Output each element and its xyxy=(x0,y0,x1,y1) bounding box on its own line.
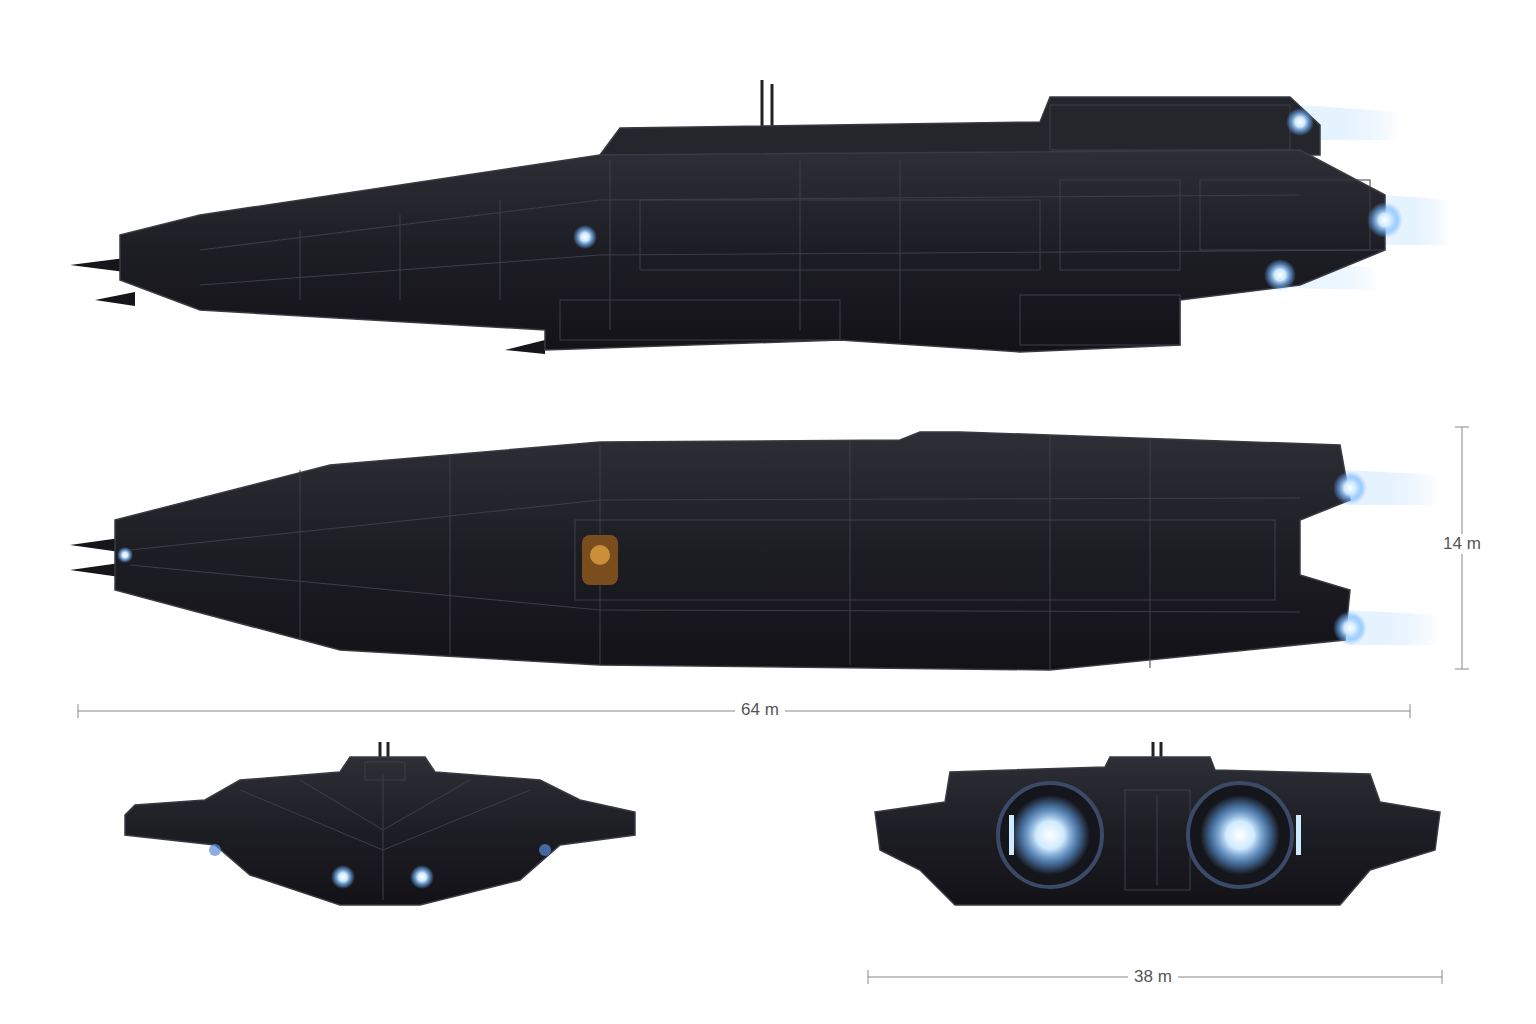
dimension-label: 38 m xyxy=(1128,967,1178,987)
rear-view xyxy=(875,742,1440,905)
light xyxy=(117,547,133,563)
hull xyxy=(120,150,1385,352)
engine-ring xyxy=(998,783,1102,887)
dimension-label: 14 m xyxy=(1437,534,1487,554)
side-view xyxy=(70,80,1450,354)
engine-glow xyxy=(1200,795,1280,875)
engine-glow xyxy=(1367,202,1403,238)
dimension-tick xyxy=(1455,427,1469,428)
light xyxy=(1296,815,1301,855)
panel-lines xyxy=(130,435,1300,670)
front-view xyxy=(125,742,635,905)
dimension-lines xyxy=(78,427,1469,984)
window xyxy=(582,535,618,585)
dimension-label: 64 m xyxy=(735,700,785,720)
antenna xyxy=(761,80,764,130)
light xyxy=(331,865,355,889)
antenna xyxy=(771,84,774,130)
light xyxy=(410,865,434,889)
dimension-tick xyxy=(1455,669,1469,670)
light xyxy=(209,844,221,856)
panel-lines xyxy=(200,105,1385,345)
nose-spike xyxy=(70,258,125,272)
light xyxy=(573,225,597,249)
light xyxy=(1009,815,1014,855)
engine-ring xyxy=(1188,783,1292,887)
hull xyxy=(875,757,1440,905)
engine-glow xyxy=(1333,471,1367,505)
dimension-tick xyxy=(78,704,79,718)
hull xyxy=(115,432,1350,670)
window-glow xyxy=(590,545,610,565)
dimension-tick xyxy=(868,970,869,984)
nose-spike xyxy=(505,340,545,354)
engine-glow xyxy=(1333,611,1367,645)
top-view xyxy=(70,432,1440,670)
engine-glow xyxy=(1010,795,1090,875)
engine-glow xyxy=(1286,108,1314,136)
panel-lines xyxy=(240,762,530,900)
nose-spike xyxy=(70,538,120,552)
panel-lines xyxy=(1125,790,1190,890)
hull xyxy=(125,757,635,905)
nose-spike xyxy=(95,292,135,306)
dimension-tick xyxy=(1442,970,1443,984)
superstructure xyxy=(600,97,1320,155)
engine-glow xyxy=(1264,259,1296,291)
light xyxy=(539,844,551,856)
nose-spike xyxy=(70,563,120,577)
dimension-tick xyxy=(1410,704,1411,718)
